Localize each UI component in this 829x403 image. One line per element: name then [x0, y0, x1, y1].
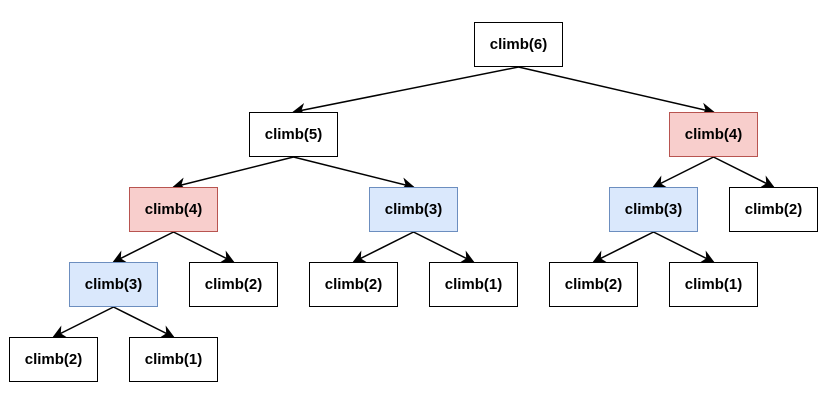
node-climb-4-right: climb(4) — [669, 112, 758, 157]
node-climb-3-left: climb(3) — [69, 262, 158, 307]
node-climb-5: climb(5) — [249, 112, 338, 157]
node-climb-1: climb(1) — [129, 337, 218, 382]
edge-n3m-to-n1b — [413, 231, 475, 263]
node-climb-2: climb(2) — [9, 337, 98, 382]
edge-n5-to-n4l — [172, 156, 294, 191]
edge-n3r-to-n1c — [653, 231, 715, 263]
edge-n5-to-n3m — [293, 156, 415, 191]
node-climb-2-right: climb(2) — [729, 187, 818, 232]
edge-n3l-to-n2d — [52, 306, 114, 338]
node-climb-2: climb(2) — [549, 262, 638, 307]
node-climb-1: climb(1) — [429, 262, 518, 307]
node-climb-1: climb(1) — [669, 262, 758, 307]
edge-n3r-to-n2c — [592, 231, 654, 263]
node-climb-3-right: climb(3) — [609, 187, 698, 232]
node-climb-4-left: climb(4) — [129, 187, 218, 232]
edge-n4r-to-n2r — [713, 156, 775, 188]
edge-n4r-to-n3r — [652, 156, 714, 188]
node-climb-2: climb(2) — [309, 262, 398, 307]
node-climb-2: climb(2) — [189, 262, 278, 307]
edge-n3m-to-n2b — [352, 231, 414, 263]
edge-n3l-to-n1d — [113, 306, 175, 338]
edge-n4l-to-n2a — [173, 231, 235, 263]
edge-n6-to-n5 — [292, 66, 519, 117]
node-climb-6: climb(6) — [474, 22, 563, 67]
edge-n4l-to-n3l — [112, 231, 174, 263]
node-climb-3-middle: climb(3) — [369, 187, 458, 232]
edge-n6-to-n4r — [518, 66, 715, 116]
